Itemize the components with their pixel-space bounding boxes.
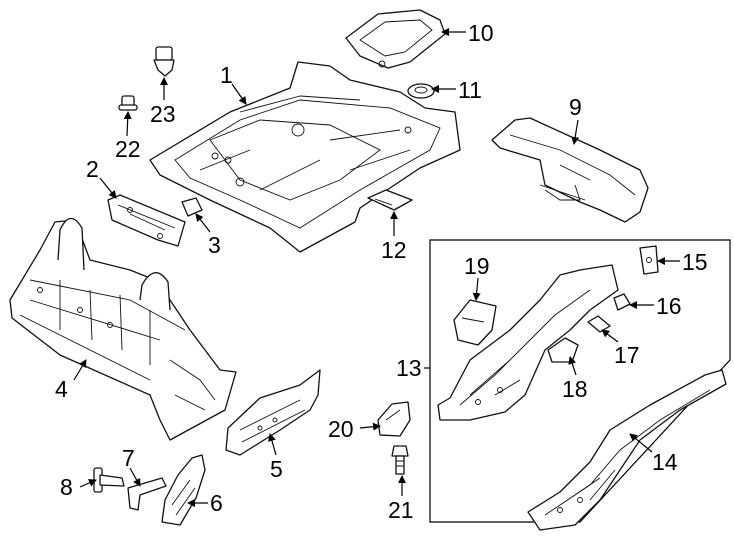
- callout-20: 20: [328, 416, 354, 442]
- part-15-bracket: [639, 245, 659, 275]
- callout-17: 17: [614, 342, 640, 368]
- part-8-pin: [93, 467, 125, 493]
- callout-23: 23: [150, 101, 176, 127]
- callout-22: 22: [115, 136, 141, 162]
- part-2-bracket: [107, 194, 186, 247]
- callout-19: 19: [464, 253, 490, 279]
- callout-21: 21: [388, 497, 414, 523]
- part-22-grommet: [118, 95, 138, 111]
- part-21-bolt: [391, 445, 409, 475]
- part-13-rear-rail: [437, 264, 619, 421]
- part-12-bracket: [367, 189, 413, 211]
- part-20-bracket: [377, 401, 411, 437]
- callout-10: 10: [468, 20, 494, 46]
- group-box-outline: [429, 239, 731, 523]
- callout-16: 16: [656, 293, 682, 319]
- callout-11: 11: [458, 77, 482, 103]
- callout-15: 15: [682, 249, 708, 275]
- part-14-long-rail: [527, 369, 727, 531]
- part-7-bracket: [127, 477, 167, 511]
- callout-4: 4: [55, 376, 68, 402]
- part-18-bracket: [547, 337, 579, 363]
- callout-9: 9: [569, 94, 582, 120]
- callout-8: 8: [60, 474, 73, 500]
- part-9-cross-member: [491, 117, 649, 223]
- callout-12: 12: [381, 237, 407, 263]
- part-19-bracket: [453, 299, 497, 346]
- part-5-side-rail: [225, 369, 321, 456]
- callout-14: 14: [652, 449, 678, 475]
- callout-3: 3: [208, 232, 221, 258]
- callout-13: 13: [396, 355, 422, 381]
- callout-5: 5: [270, 456, 283, 482]
- part-3-block: [181, 197, 203, 217]
- part-16-bracket: [613, 293, 631, 311]
- part-23-clip: [153, 46, 175, 77]
- callout-7: 7: [122, 445, 135, 471]
- part-17-bracket: [587, 315, 611, 333]
- part-11-plug: [407, 83, 435, 99]
- callout-1: 1: [220, 62, 233, 88]
- part-4-rear-panel: [9, 217, 237, 441]
- callout-6: 6: [210, 490, 223, 516]
- part-1-rear-floor-pan: [149, 61, 461, 253]
- callout-18: 18: [562, 376, 588, 402]
- part-6-bracket: [161, 454, 206, 526]
- part-10-bracket: [345, 9, 446, 69]
- callout-2: 2: [86, 156, 99, 182]
